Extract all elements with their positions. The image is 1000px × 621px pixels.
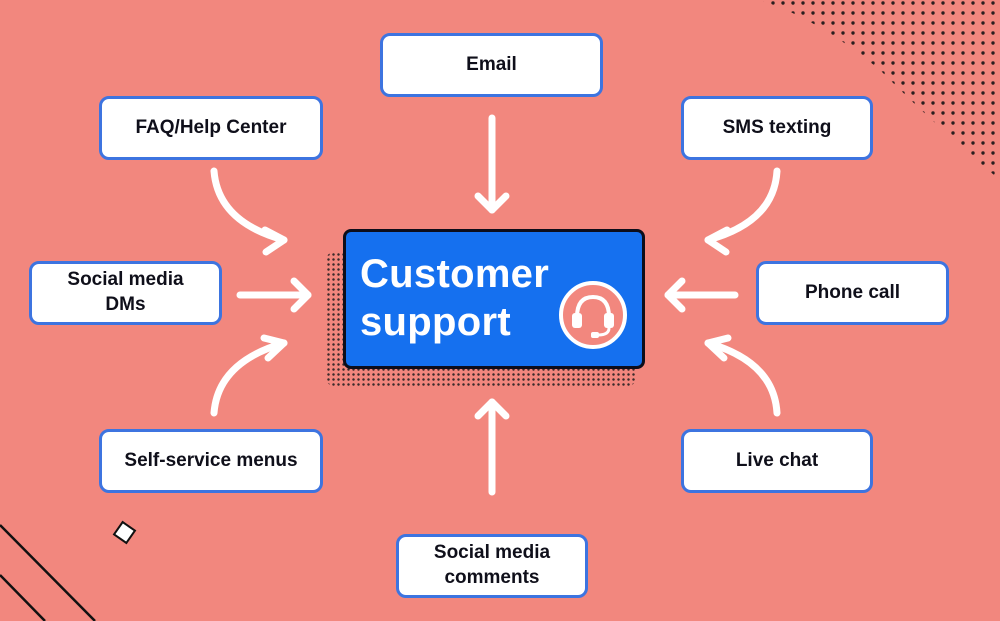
diagonal-line-decoration bbox=[0, 574, 46, 621]
channel-social-media-dms: Social media DMs bbox=[29, 261, 222, 325]
arrow-from-faq-help-center bbox=[210, 167, 288, 256]
diagonal-line-decoration bbox=[0, 524, 96, 621]
channel-self-service-menus: Self-service menus bbox=[99, 429, 323, 493]
arrow-from-social-media-comments bbox=[474, 398, 510, 496]
customer-support-node: Customer support bbox=[343, 229, 645, 369]
dot-pattern-decoration bbox=[760, 0, 1000, 180]
arrow-from-phone-call bbox=[664, 277, 739, 313]
channel-sms-texting: SMS texting bbox=[681, 96, 873, 160]
arrow-from-live-chat bbox=[704, 334, 781, 417]
headset-icon bbox=[559, 281, 627, 349]
arrow-from-sms-texting bbox=[704, 167, 781, 256]
channel-social-media-comments: Social media comments bbox=[396, 534, 588, 598]
arrow-from-social-media-dms bbox=[236, 277, 312, 313]
arrow-from-self-service-menus bbox=[210, 334, 288, 417]
customer-support-title: Customer support bbox=[360, 252, 550, 344]
channel-live-chat: Live chat bbox=[681, 429, 873, 493]
diamond-decoration bbox=[112, 520, 137, 545]
channel-email: Email bbox=[380, 33, 603, 97]
channel-phone-call: Phone call bbox=[756, 261, 949, 325]
channel-faq-help-center: FAQ/Help Center bbox=[99, 96, 323, 160]
arrow-from-email bbox=[474, 114, 510, 214]
